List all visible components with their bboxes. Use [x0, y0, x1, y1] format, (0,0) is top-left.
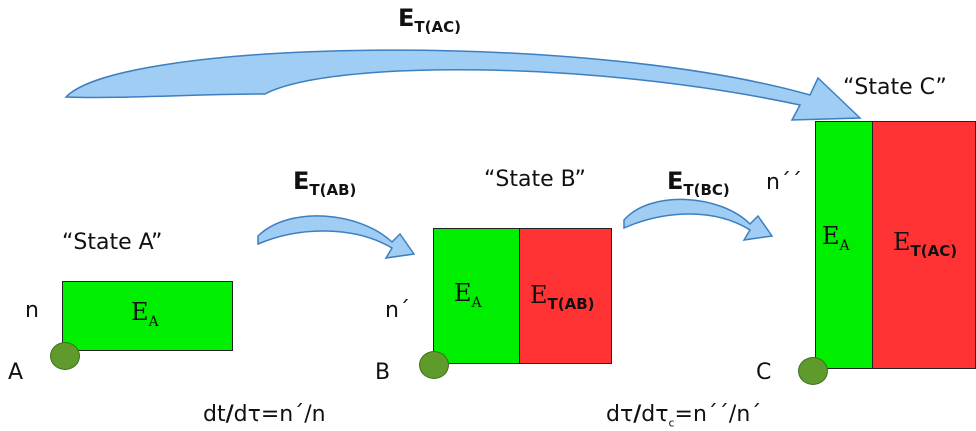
- state-b-transfer-box: ET(AB): [519, 228, 612, 364]
- state-b-energy-label: EA: [454, 279, 482, 311]
- state-b-energy-box: EA: [433, 228, 520, 364]
- state-a-energy-label: EA: [131, 298, 159, 330]
- state-b-transfer-label: ET(AB): [530, 281, 595, 313]
- top-energy-label: ET(AC): [398, 4, 461, 36]
- state-c-transfer-label: ET(AC): [893, 228, 958, 260]
- corner-b-label: B: [375, 360, 391, 385]
- arrow-ab: [257, 215, 416, 259]
- arrow-bc-label: ET(BC): [667, 167, 730, 199]
- arrow-ac: [64, 49, 862, 121]
- state-a-dot: [50, 342, 80, 370]
- formula-dt-dtau: dt/dτ=n´/n: [203, 402, 326, 427]
- state-c-title: “State C”: [843, 75, 947, 100]
- state-c-dot: [798, 357, 828, 385]
- state-b-title: “State B”: [484, 167, 586, 192]
- arrow-bc: [623, 198, 774, 241]
- state-a-title: “State A”: [62, 230, 163, 255]
- level-n-label: n: [25, 298, 39, 323]
- state-c-energy-label: EA: [822, 222, 850, 254]
- formula-dtau-dtauc: dτ/dτc=n´´/n´: [606, 402, 762, 430]
- level-n-prime-label: n´: [385, 298, 410, 323]
- corner-a-label: A: [8, 360, 24, 385]
- arrow-ab-label: ET(AB): [293, 167, 357, 199]
- state-c-energy-box: EA: [815, 121, 873, 369]
- level-n-double-prime-label: n´´: [766, 170, 802, 195]
- state-a-box: EA: [62, 281, 233, 351]
- corner-c-label: C: [756, 360, 772, 385]
- state-b-dot: [419, 351, 449, 379]
- state-c-transfer-box: ET(AC): [872, 121, 976, 369]
